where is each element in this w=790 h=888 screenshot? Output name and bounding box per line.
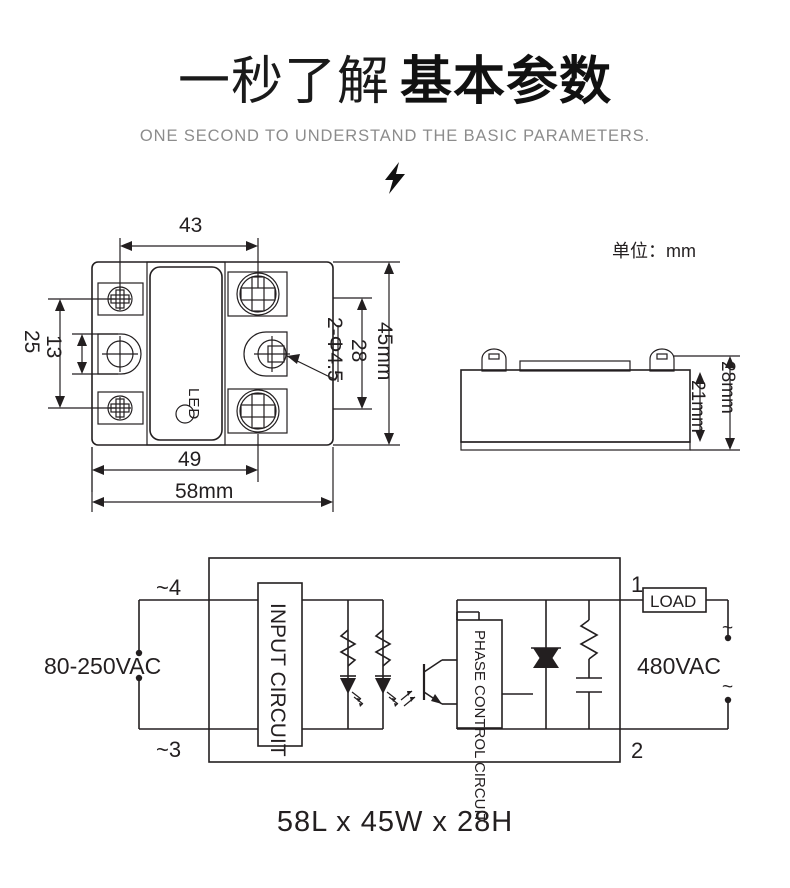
page-subtitle: ONE SECOND TO UNDERSTAND THE BASIC PARAM…: [139, 127, 651, 145]
ac-mark-top: ~: [722, 618, 734, 639]
dim-width-inner: 43: [179, 214, 203, 237]
ac-mark-bottom: ~: [722, 677, 734, 698]
dim-width-total: 58mm: [175, 480, 234, 503]
page-title-bold: 基本参数: [400, 53, 613, 111]
output-voltage-label: 480VAC: [637, 653, 721, 679]
lightning-bolt-icon: [382, 162, 408, 194]
dim-width-mid: 49: [178, 448, 202, 471]
dim-height-left-outer: 25: [20, 330, 43, 354]
side-dim-height-total: 28mm: [717, 361, 738, 414]
terminal-1-label: 1: [631, 572, 644, 597]
dim-height-total: 45mm: [373, 322, 396, 381]
dim-height-mid: 28: [347, 339, 370, 363]
load-block-label: LOAD: [650, 592, 697, 611]
terminal-3-label: ~3: [156, 737, 182, 762]
dim-height-left-inner: 13: [42, 335, 65, 359]
led-label: LED: [185, 388, 202, 421]
page-title: 一秒了解基本参数: [0, 56, 790, 108]
front-view-body: [91, 261, 334, 446]
front-view-dimension-lines: [48, 238, 400, 512]
input-circuit-block-label: INPUT CIRCUIT: [266, 603, 289, 757]
page-title-light: 一秒了解: [177, 53, 390, 111]
input-voltage-label: 80-250VAC: [44, 653, 162, 679]
side-dim-height-body: 21mm: [687, 380, 708, 433]
terminal-2-label: 2: [631, 738, 644, 763]
terminal-4-label: ~4: [156, 575, 182, 600]
phase-control-block-label: PHASE CONTROL CIRCUIT: [471, 630, 488, 823]
size-caption: 58L x 45W x 28H: [276, 806, 514, 838]
unit-note: 单位：mm: [612, 241, 696, 261]
hole-callout: 2-Φ4.5: [323, 317, 346, 382]
